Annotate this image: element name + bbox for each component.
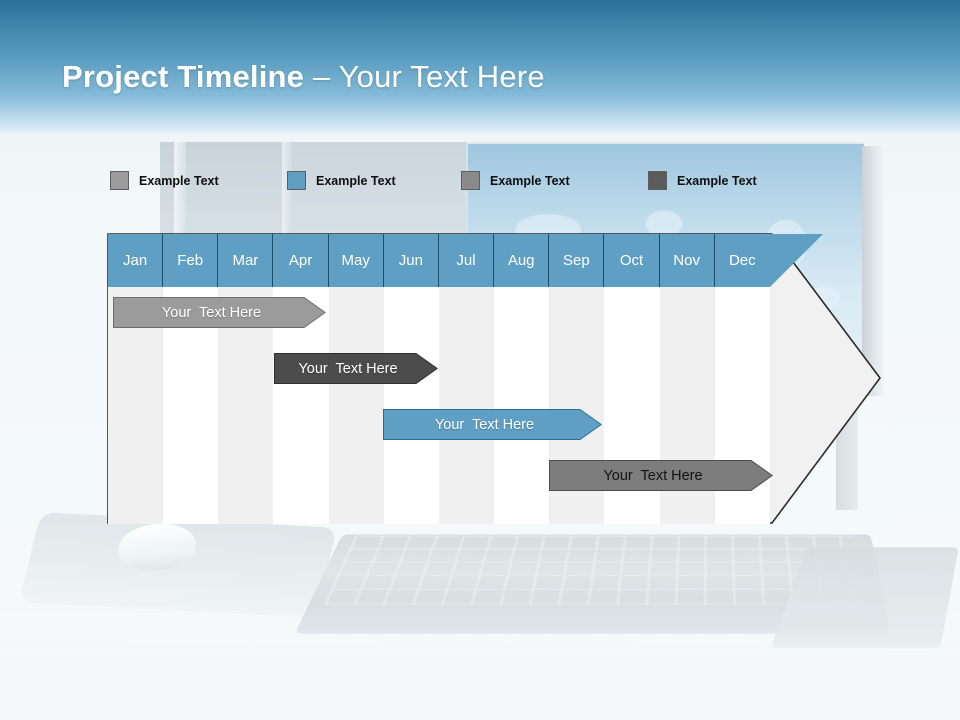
legend-item-2: Example Text bbox=[287, 171, 396, 190]
timeline-bar-3[interactable]: Your Text Here bbox=[383, 409, 602, 440]
legend-label-4: Example Text bbox=[677, 173, 757, 188]
month-cell-jan[interactable]: Jan bbox=[108, 234, 164, 287]
legend-item-4: Example Text bbox=[648, 171, 757, 190]
page-title: Project Timeline – Your Text Here bbox=[62, 59, 545, 95]
title-banner: Project Timeline – Your Text Here bbox=[0, 0, 960, 134]
month-cell-jun[interactable]: Jun bbox=[383, 234, 439, 287]
legend-label-2: Example Text bbox=[316, 173, 396, 188]
background-monitor-edge bbox=[862, 146, 884, 396]
timeline-bar-shape-3 bbox=[383, 409, 602, 440]
legend-item-1: Example Text bbox=[110, 171, 219, 190]
legend-swatch-icon-2 bbox=[287, 171, 306, 190]
month-cell-nov[interactable]: Nov bbox=[659, 234, 715, 287]
background-bottom-fade bbox=[0, 600, 960, 720]
timeline-bar-4[interactable]: Your Text Here bbox=[549, 460, 773, 491]
month-cell-dec[interactable]: Dec bbox=[714, 234, 770, 287]
legend-label-1: Example Text bbox=[139, 173, 219, 188]
legend-swatch-icon-3 bbox=[461, 171, 480, 190]
timeline-bar-2[interactable]: Your Text Here bbox=[274, 353, 438, 384]
month-header-arrow-tip bbox=[770, 234, 823, 287]
month-cell-apr[interactable]: Apr bbox=[273, 234, 329, 287]
month-cell-aug[interactable]: Aug bbox=[494, 234, 550, 287]
page-title-light: – Your Text Here bbox=[304, 59, 545, 94]
month-cell-oct[interactable]: Oct bbox=[604, 234, 660, 287]
month-cell-jul[interactable]: Jul bbox=[438, 234, 495, 287]
background-keyboard-keys bbox=[323, 535, 867, 606]
timeline-bar-1[interactable]: Your Text Here bbox=[113, 297, 326, 328]
month-cell-feb[interactable]: Feb bbox=[163, 234, 219, 287]
timeline-bar-shape-4 bbox=[549, 460, 773, 491]
page-title-bold: Project Timeline bbox=[62, 59, 305, 94]
month-cell-mar[interactable]: Mar bbox=[218, 234, 274, 287]
month-cell-may[interactable]: May bbox=[328, 234, 384, 287]
timeline-bar-shape-1 bbox=[113, 297, 326, 328]
legend-swatch-icon-1 bbox=[110, 171, 129, 190]
month-cell-sep[interactable]: Sep bbox=[549, 234, 605, 287]
legend-label-3: Example Text bbox=[490, 173, 570, 188]
timeline-bar-shape-2 bbox=[274, 353, 438, 384]
legend-swatch-icon-4 bbox=[648, 171, 667, 190]
legend-item-3: Example Text bbox=[461, 171, 570, 190]
